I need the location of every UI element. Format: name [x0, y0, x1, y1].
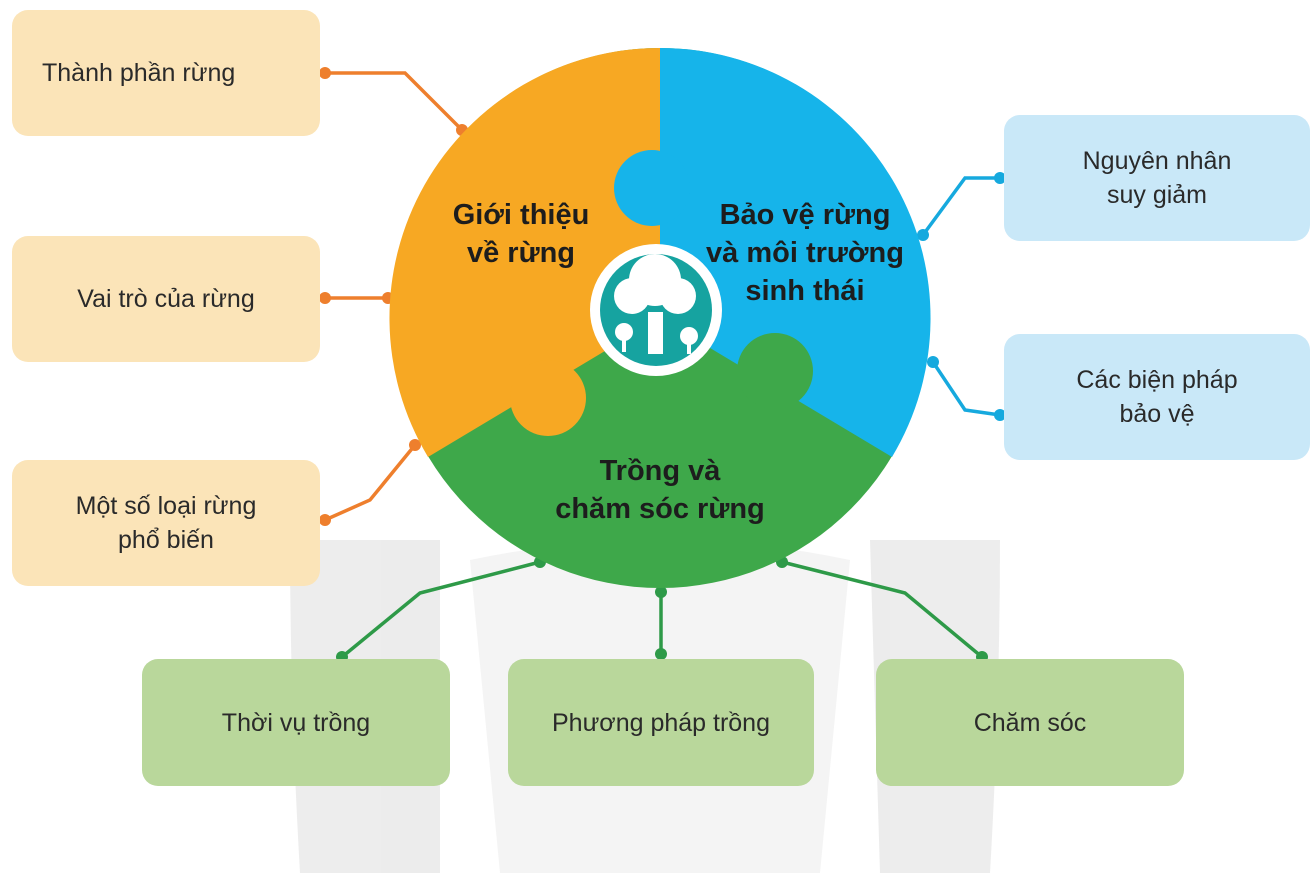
connector-thanh-phan-rung [325, 71, 464, 132]
connector-mot-so-loai-rung [324, 443, 417, 522]
connectors-blue [921, 176, 1001, 417]
box-vai-tro-cua-rung: Vai trò của rừng [12, 236, 320, 362]
puzzle-knob-green [737, 333, 813, 409]
puzzle-knob-blue [614, 150, 690, 226]
segment-label-orange: Giới thiệu về rừng [452, 199, 590, 269]
label-cac-bien-phap-bao-ve: Các biện pháp bảo vệ [1076, 366, 1238, 428]
connector-nguyen-nhan [921, 176, 1000, 237]
dot-orange-3b [409, 439, 421, 451]
dot-orange-1a [319, 67, 331, 79]
segment-orange [389, 47, 660, 457]
puzzle-knob-orange [510, 360, 586, 436]
segment-label-blue: Bảo vệ rừng và môi trường sinh thái [706, 199, 904, 307]
connector-thoi-vu [340, 560, 541, 659]
label-thoi-vu-trong: Thời vụ trồng [221, 708, 371, 737]
label-phuong-phap-trong: Phương pháp trồng [551, 708, 770, 737]
box-thanh-phan-rung: Thành phần rừng [12, 10, 320, 136]
label-vai-tro-cua-rung: Vai trò của rừng [77, 285, 255, 313]
segment-label-green: Trồng và chăm sóc rừng [555, 455, 765, 525]
connector-bien-phap [931, 361, 1001, 417]
box-mot-so-loai-rung: Một số loại rừng phổ biến [12, 460, 320, 586]
box-nguyen-nhan-suy-giam: Nguyên nhân suy giảm [1004, 115, 1310, 241]
segment-blue [660, 47, 931, 457]
dot-blue-1b [994, 172, 1006, 184]
label-cham-soc: Chăm sóc [973, 708, 1087, 737]
label-nguyen-nhan-suy-giam: Nguyên nhân suy giảm [1082, 147, 1232, 209]
dot-green-2b [655, 648, 667, 660]
box-phuong-phap-trong: Phương pháp trồng [508, 659, 814, 786]
connectors-orange [324, 71, 464, 522]
dot-blue-2a [927, 356, 939, 368]
box-thoi-vu-trong: Thời vụ trồng [142, 659, 450, 786]
connector-cham-soc [781, 560, 984, 659]
box-cac-bien-phap-bao-ve: Các biện pháp bảo vệ [1004, 334, 1310, 460]
dot-orange-3a [319, 514, 331, 526]
dot-blue-1a [917, 229, 929, 241]
label-thanh-phan-rung: Thành phần rừng [42, 59, 236, 87]
dot-orange-2a [319, 292, 331, 304]
label-mot-so-loai-rung: Một số loại rừng phổ biến [75, 492, 257, 554]
dot-blue-2b [994, 409, 1006, 421]
tree-icon [590, 244, 722, 376]
box-cham-soc: Chăm sóc [876, 659, 1184, 786]
dot-green-2a [655, 586, 667, 598]
connectors-green [340, 560, 984, 659]
